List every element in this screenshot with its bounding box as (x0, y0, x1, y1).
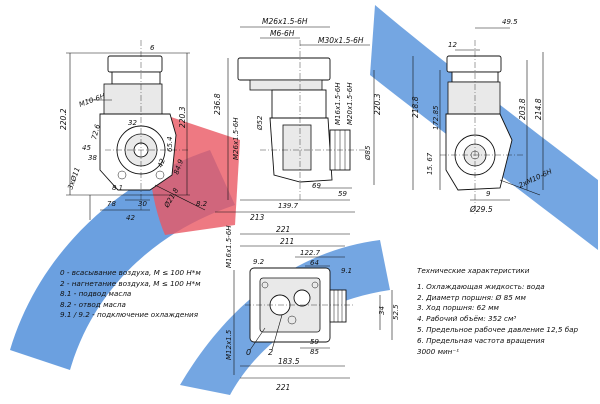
legend-item: 0 - всасывание воздуха, M ≤ 100 Н*м (60, 268, 201, 277)
dim-label: M12x1.5 (225, 329, 233, 360)
dim-label: Ø29.5 (469, 205, 493, 214)
dim-label: M16x1.5-6H (225, 225, 233, 268)
dimension-labels-top: 221 211 122.7 64 9.2 9.1 M16x1.5-6H M12x… (225, 225, 400, 392)
side-view-left (66, 40, 206, 220)
dim-label: 9 (486, 190, 491, 198)
spec-item: 3. Ход поршня: 62 мм (417, 303, 499, 313)
dim-label: 32 (128, 119, 137, 127)
dim-label: 59 (310, 338, 319, 346)
dim-label: M26x1.5-6H (232, 117, 240, 160)
dim-label: 139.7 (278, 202, 299, 210)
dim-label: 9.2 (253, 258, 265, 266)
dim-label: 34 (378, 306, 386, 315)
dim-label: 8.2 (196, 200, 208, 208)
spec-item: 6. Предельная частота вращения (417, 335, 545, 345)
dim-label: 64 (310, 259, 319, 267)
dim-label: 65.4 (166, 136, 174, 152)
dim-label: 42 (126, 214, 135, 222)
dim-label: 122.7 (300, 249, 321, 257)
dim-label: 78 (107, 200, 116, 208)
spec-item: 1. Охлаждающая жидкость: вода (417, 281, 545, 291)
dim-label: 220.2 (59, 108, 68, 130)
dim-label: M30x1.5-6H (318, 36, 364, 45)
spec-item: 5. Предельное рабочее давление 12,5 бар (417, 324, 579, 334)
dim-label: 3xØ11 (66, 166, 81, 190)
dim-label: M26x1.5-6H (262, 17, 308, 26)
dim-label: 12 (448, 41, 457, 49)
dim-label: 38 (88, 154, 97, 162)
spec-item: 3000 мин⁻¹ (417, 346, 460, 356)
dimension-labels-front: M26x1.5-6H M6-6H M30x1.5-6H M26x1.5-6H 2… (213, 17, 382, 222)
dim-label: 203.8 (518, 98, 527, 120)
dim-label: Ø52 (256, 115, 264, 131)
dim-label: 221 (276, 225, 290, 234)
dim-label: 30 (138, 200, 147, 208)
spec-item: 2. Диаметр поршня: Ø 85 мм (417, 292, 526, 302)
dim-label: 211 (280, 237, 294, 246)
dim-label: 6 (150, 44, 155, 52)
dim-label: 72.6 (90, 123, 102, 141)
dim-label: 218.8 (411, 96, 420, 118)
dim-label: M20x1.5-6H (346, 82, 354, 125)
dim-label: 52.5 (392, 304, 400, 320)
dim-label: 49.5 (502, 18, 518, 26)
dim-label: 59 (338, 190, 347, 198)
dim-label: 220.3 (373, 93, 382, 115)
dim-label: M10-6H (78, 92, 107, 109)
dim-label: 214.8 (534, 98, 543, 120)
technical-specs: Технические характеристики 1. Охлаждающа… (417, 266, 597, 357)
dim-label: 0 (246, 348, 251, 357)
dim-label: 15. 67 (426, 152, 434, 175)
top-view (233, 233, 393, 379)
dim-label: 42 (156, 157, 167, 169)
dim-label: 2 (268, 348, 273, 357)
dim-label: 183.5 (278, 357, 300, 366)
dim-label: 69 (312, 182, 321, 190)
legend-item: 8.2 - отвод масла (60, 299, 126, 309)
legend-item: 8.1 - подвод масла (60, 289, 132, 298)
specs-title: Технические характеристики (417, 266, 530, 275)
front-view (215, 26, 375, 213)
dim-label: 213 (250, 213, 265, 222)
dim-label: 8.1 (112, 184, 123, 192)
dim-label: 172.85 (432, 105, 440, 130)
dim-label: 221 (276, 383, 290, 392)
spec-item: 4. Рабочий объём: 352 см³ (417, 314, 517, 324)
legend-item: 9.1 / 9.2 - подключение охлаждения (60, 310, 199, 319)
dim-label: 236.8 (213, 93, 222, 115)
dim-label: 220.3 (178, 106, 187, 128)
side-view-right (412, 27, 544, 215)
dim-label: 85 (310, 348, 319, 356)
dim-label: M16x1.5-6H (334, 82, 342, 125)
port-legend: 0 - всасывание воздуха, M ≤ 100 Н*м 2 - … (60, 268, 260, 321)
dim-label: Ø85 (364, 145, 372, 161)
legend-item: 2 - нагнетание воздуха, M ≤ 100 Н*м (60, 278, 201, 288)
dim-label: M6-6H (270, 29, 295, 38)
dim-label: 45 (82, 144, 91, 152)
dim-label: 9.1 (341, 267, 352, 275)
